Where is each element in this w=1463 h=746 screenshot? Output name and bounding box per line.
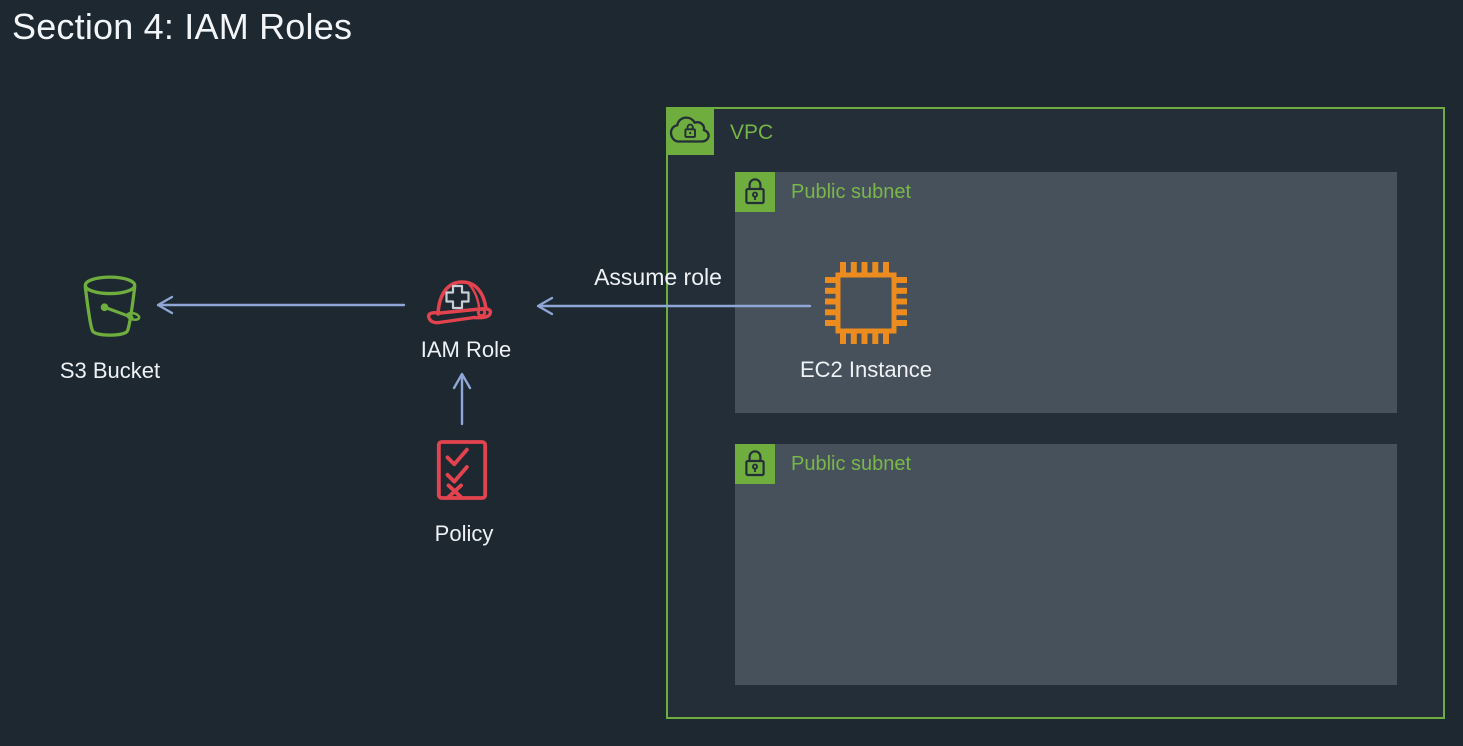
subnet-label: Public subnet [791,453,912,475]
ec2-chip-icon [823,260,909,346]
s3-label: S3 Bucket [59,358,161,383]
lock-icon [735,444,775,484]
ec2-label: EC2 Instance [799,357,933,382]
subnet-2: Public subnet [735,444,1397,685]
vpc-label: VPC [730,121,774,144]
iam-role-label: IAM Role [420,337,512,362]
arrow-iam-role-to-s3 [156,295,406,315]
policy-checklist-icon [434,438,490,502]
vpc-container: VPC Public subnet [666,107,1445,719]
s3-bucket-icon [78,272,142,348]
lock-icon [735,172,775,212]
subnet-1: Public subnet EC2 Instance [735,172,1397,413]
assume-role-edge-label: Assume role [594,264,722,290]
arrow-policy-to-iam-role [452,372,472,426]
page-title: Section 4: IAM Roles [12,6,353,47]
vpc-cloud-lock-icon [666,107,714,155]
hard-hat-icon [423,270,501,332]
policy-label: Policy [434,521,494,546]
subnet-label: Public subnet [791,181,912,203]
